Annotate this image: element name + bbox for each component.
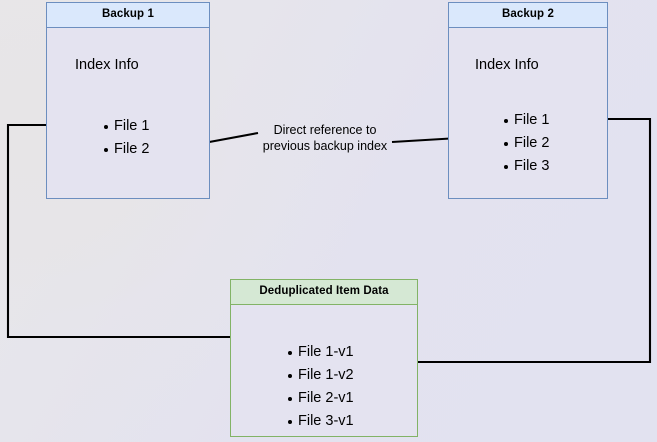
list-item: File 3 [503, 155, 549, 178]
backup-2-file-list: File 1 File 2 File 3 [501, 109, 549, 178]
node-deduplicated-header: Deduplicated Item Data [231, 280, 417, 305]
node-deduplicated-item-data[interactable]: Deduplicated Item Data File 1-v1 File 1-… [230, 279, 418, 437]
backup-1-file-list: File 1 File 2 [101, 115, 149, 161]
node-deduplicated-body: File 1-v1 File 1-v2 File 2-v1 File 3-v1 [231, 305, 417, 436]
node-backup-1-body: Index Info File 1 File 2 [47, 28, 209, 198]
edge-label-line-2: previous backup index [262, 139, 388, 153]
edge-label-direct-reference: Direct reference to previous backup inde… [249, 122, 401, 154]
node-backup-1-header: Backup 1 [47, 3, 209, 28]
list-item: File 1 [503, 109, 549, 132]
list-item: File 1 [103, 115, 149, 138]
edge-label-line-1: Direct reference to [273, 123, 377, 137]
deduplicated-file-list: File 1-v1 File 1-v2 File 2-v1 File 3-v1 [285, 341, 354, 433]
backup-2-index-info-label: Index Info [475, 57, 539, 73]
node-backup-2-body: Index Info File 1 File 2 File 3 [449, 28, 607, 198]
list-item: File 2 [503, 132, 549, 155]
backup-1-index-info-label: Index Info [75, 57, 139, 73]
node-backup-2[interactable]: Backup 2 Index Info File 1 File 2 File 3 [448, 2, 608, 199]
list-item: File 2-v1 [288, 387, 354, 410]
list-item: File 1-v1 [288, 341, 354, 364]
list-item: File 3-v1 [288, 410, 354, 433]
list-item: File 1-v2 [288, 364, 354, 387]
list-item: File 2 [103, 138, 149, 161]
node-backup-2-header: Backup 2 [449, 3, 607, 28]
node-backup-1[interactable]: Backup 1 Index Info File 1 File 2 [46, 2, 210, 199]
